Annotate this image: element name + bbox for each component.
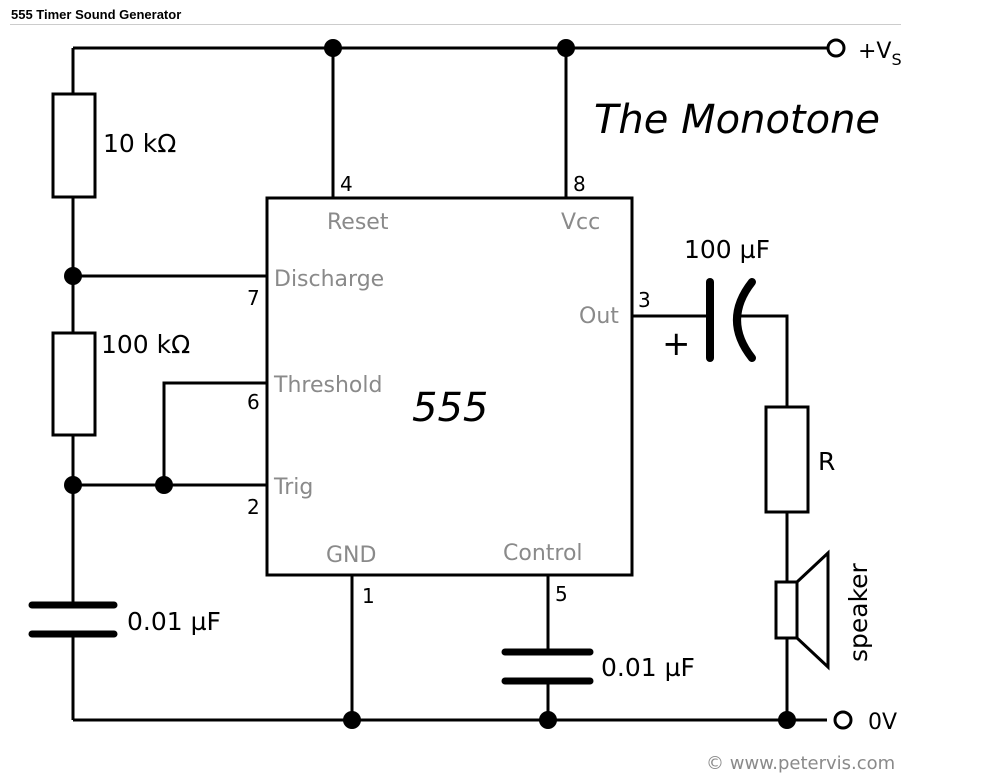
supply-label: +VS	[858, 39, 902, 69]
ic-name-label: 555	[412, 385, 488, 431]
title-divider	[10, 24, 901, 25]
pin-name-discharge: Discharge	[274, 267, 384, 292]
resistor-load-label: R	[818, 447, 835, 476]
control-capacitor-label: 0.01 µF	[601, 653, 695, 682]
output-capacitor-plate-curved	[733, 278, 756, 362]
speaker-icon	[774, 580, 799, 640]
pin-name-out: Out	[579, 304, 619, 329]
supply-terminal	[826, 38, 846, 58]
ground-terminal	[833, 710, 853, 730]
pin-number-discharge: 7	[247, 286, 260, 310]
ground-label: 0V	[868, 710, 897, 735]
wire-out-to-load	[740, 314, 789, 407]
timing-capacitor-label: 0.01 µF	[127, 607, 221, 636]
pin-name-threshold: Threshold	[273, 373, 382, 398]
pin-name-control: Control	[503, 541, 583, 566]
pin-number-threshold: 6	[247, 390, 260, 414]
pin-name-vcc: Vcc	[561, 210, 600, 235]
pin-name-trig: Trig	[273, 475, 313, 500]
pin-name-gnd: GND	[326, 543, 376, 568]
diagram-heading: The Monotone	[594, 97, 880, 143]
output-capacitor-polarity: +	[662, 324, 691, 364]
resistor-100k	[51, 331, 97, 437]
supply-label-main: +V	[858, 39, 891, 64]
wire-threshold	[162, 381, 267, 485]
resistor-load	[764, 405, 810, 514]
output-capacitor-label: 100 µF	[684, 235, 770, 264]
speaker-cone-icon	[795, 549, 830, 671]
pin-number-gnd: 1	[362, 584, 375, 608]
speaker-label: speaker	[844, 562, 873, 662]
page-title: 555 Timer Sound Generator	[11, 7, 182, 22]
pin-number-trig: 2	[247, 495, 260, 519]
pin-number-out: 3	[638, 288, 651, 312]
credit-text: © www.petervis.com	[706, 753, 895, 774]
pin-number-vcc: 8	[573, 172, 586, 196]
supply-label-subscript: S	[891, 50, 901, 69]
ic-555-body	[265, 196, 634, 577]
resistor-100k-label: 100 kΩ	[101, 330, 190, 359]
resistor-10k	[51, 92, 97, 199]
pin-number-reset: 4	[340, 172, 353, 196]
pin-number-control: 5	[555, 582, 568, 606]
resistor-10k-label: 10 kΩ	[103, 129, 176, 158]
pin-name-reset: Reset	[327, 210, 389, 235]
